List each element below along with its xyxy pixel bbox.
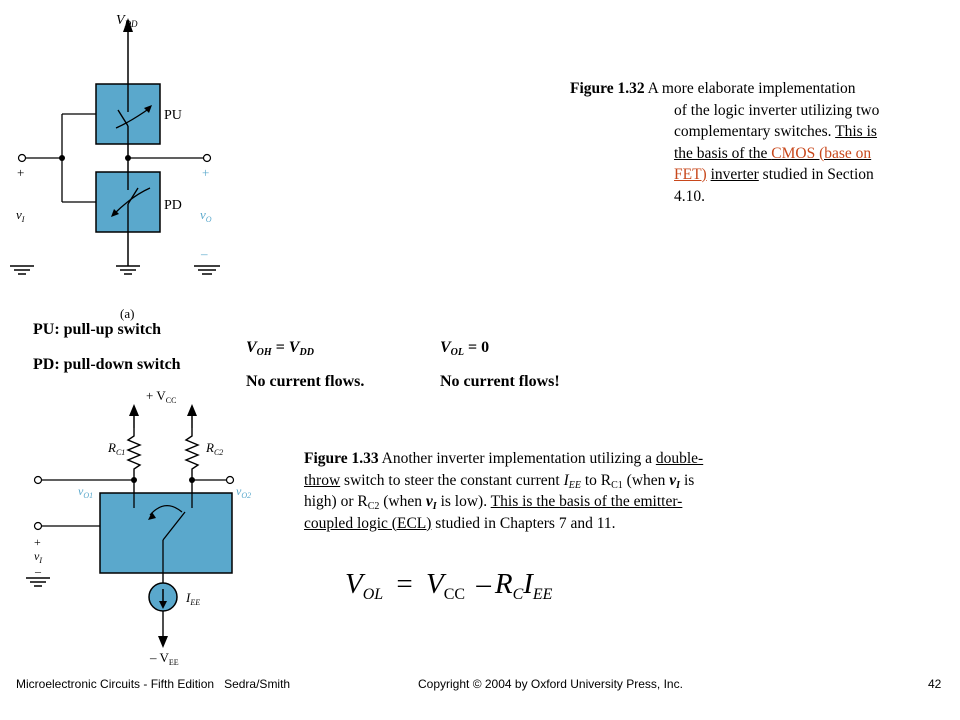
voh-note: No current flows. (246, 373, 365, 390)
vi-minus-133: – (34, 564, 42, 578)
vo-label: vO (200, 207, 212, 224)
iee-label: IEE (185, 590, 200, 607)
footer-authors: Sedra/Smith (224, 677, 291, 691)
vol-note: No current flows! (440, 373, 560, 390)
page-number: 42 (928, 677, 942, 691)
figure-1-32-caption: Figure 1.32 A more elaborate implementat… (570, 80, 880, 205)
pd-note: PD: pull-down switch (33, 356, 181, 373)
caption-prefix-133: Figure 1.33 (304, 450, 379, 467)
cmos-link-text: CMOS (base on (771, 144, 872, 162)
voh-equation: VOH = VDD (246, 339, 314, 358)
vol-equation: VOL = 0 (440, 339, 490, 358)
vi-label-133: vI (34, 549, 42, 565)
pu-note: PU: pull-up switch (33, 321, 162, 338)
vo-plus: + (202, 165, 209, 180)
vo-minus: – (200, 246, 208, 261)
vi-label: vI (16, 207, 25, 224)
pu-label: PU (164, 108, 182, 123)
vo1-label: vO1 (78, 484, 93, 500)
vo2-label: vO2 (236, 484, 251, 500)
pd-label: PD (164, 198, 182, 213)
rc2-label: RC2 (205, 440, 223, 457)
vol-ecl-equation: VOL = VCC –RCIEE (345, 568, 553, 603)
vdd-label: VDD (116, 13, 138, 29)
figure-1-33-circuit: + VCC RC1 RC2 vO1 vO2 + vI – IEE – VEE (26, 388, 251, 667)
footer-copyright: Copyright © 2004 by Oxford University Pr… (418, 677, 683, 691)
figure-1-33-caption: Figure 1.33 Another inverter implementat… (304, 450, 704, 532)
footer-book: Microelectronic Circuits - Fifth Edition… (16, 677, 291, 691)
rc1-label: RC1 (107, 440, 125, 457)
vi-plus-133: + (34, 535, 41, 549)
vcc-label: + VCC (146, 388, 176, 405)
figure-1-32-circuit: VDD PU PD + vI + vO – (a) (10, 13, 220, 321)
vi-plus: + (17, 165, 24, 180)
vee-label: – VEE (149, 650, 179, 667)
part-label: (a) (120, 306, 134, 321)
double-throw-switch-box (99, 492, 233, 574)
caption-prefix: Figure 1.32 (570, 80, 645, 97)
